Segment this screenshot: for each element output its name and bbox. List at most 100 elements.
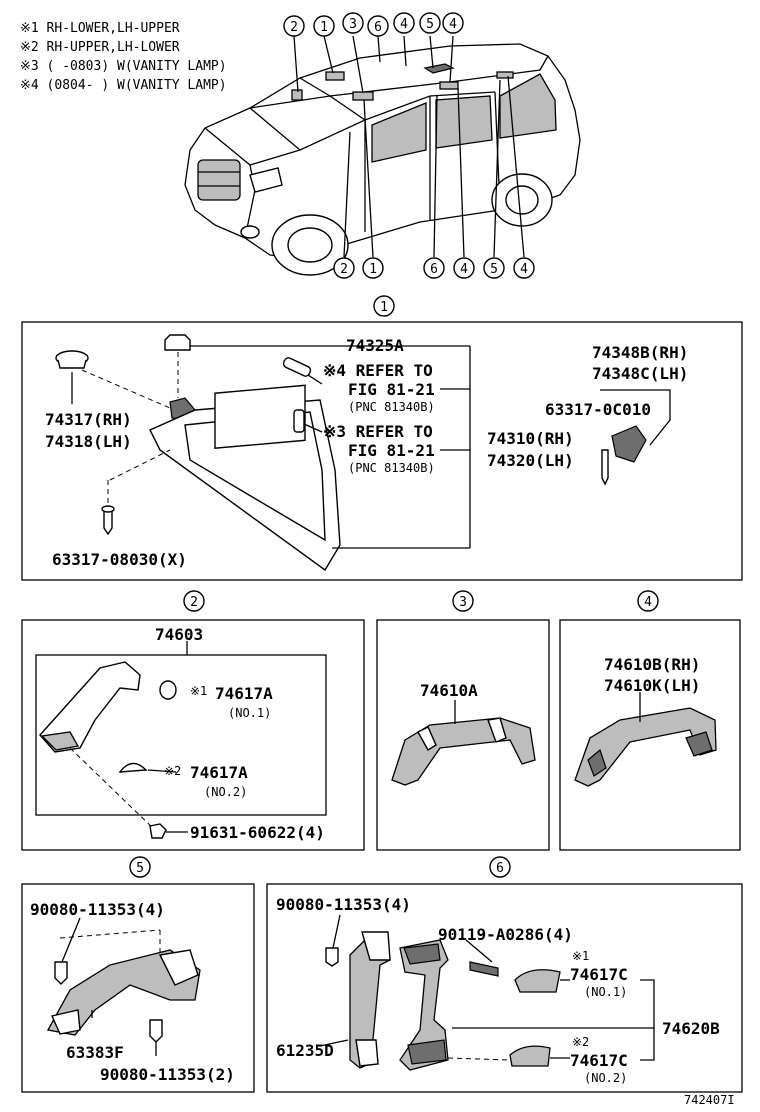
bolt-90080-top [54, 961, 68, 985]
callout-label: 6 [430, 262, 438, 277]
note-1: ※1 RH-LOWER,LH-UPPER [20, 21, 180, 36]
part-74617C-no1: 74617C [570, 965, 628, 984]
car-callouts-top: 2 1 3 6 4 5 4 [283, 12, 464, 37]
section-4-frame [559, 619, 741, 851]
callout-label: 3 [349, 17, 357, 32]
screw-90119 [469, 961, 499, 977]
mark-1-sec6: ※1 [572, 949, 589, 963]
callout-label: 1 [320, 20, 328, 35]
note-4: ※4 (0804- ) W(VANITY LAMP) [20, 78, 227, 93]
part-74603: 74603 [155, 625, 203, 644]
section-2-inner-frame [35, 654, 327, 816]
car-part-sunvisor-hint [325, 71, 345, 81]
no1-label: (NO.1) [228, 706, 271, 720]
part-63383F: 63383F [66, 1043, 124, 1062]
sunvisor-holder-right [611, 425, 647, 463]
screw-63317-08030 [103, 509, 113, 536]
part-74617A-no1: 74617A [215, 684, 273, 703]
callout-label: 4 [460, 262, 468, 277]
part-74620B: 74620B [662, 1019, 720, 1038]
grip-74610A [391, 717, 536, 786]
car-callouts-bottom: 2 1 6 4 5 4 [333, 257, 535, 279]
part-90080-sec6: 90080-11353(4) [276, 895, 411, 914]
section-6-grip-assy: 6 90080-11353(4) 90119-A0286(4) ※1 74617… [266, 856, 743, 1093]
part-74310: 74310(RH) [487, 429, 574, 448]
ref4-line3: (PNC 81340B) [348, 400, 435, 414]
callout-label: 1 [369, 262, 377, 277]
no2-label-sec6: (NO.2) [584, 1071, 627, 1085]
part-74317: 74317(RH) [45, 410, 132, 429]
note-2: ※2 RH-UPPER,LH-LOWER [20, 40, 180, 55]
section-1-sunvisor: 1 74325A [21, 295, 743, 581]
ref3-line3: (PNC 81340B) [348, 461, 435, 475]
ref3-line2: FIG 81-21 [348, 441, 435, 460]
vanity-mirror-cover [214, 384, 306, 449]
assist-grip-74603 [39, 661, 141, 753]
callout-label: 2 [290, 20, 298, 35]
ref3-line1: ※3 REFER TO [323, 422, 433, 441]
car-grille [197, 159, 241, 201]
part-74617C-no2: 74617C [570, 1051, 628, 1070]
vanity-lamp-bulb-3 [293, 409, 305, 433]
ref4-line2: FIG 81-21 [348, 380, 435, 399]
section-1-callout [373, 295, 395, 317]
part-63317-08030: 63317-08030(X) [52, 550, 187, 569]
part-90080-2: 90080-11353(2) [100, 1065, 235, 1084]
part-74348B: 74348B(RH) [592, 343, 688, 362]
part-74320: 74320(LH) [487, 451, 574, 470]
section-2-label: 2 [190, 595, 198, 610]
figure-number: 742407I [684, 1093, 735, 1107]
part-91631: 91631-60622(4) [190, 823, 325, 842]
note-3: ※3 ( -0803) W(VANITY LAMP) [20, 59, 227, 74]
sunvisor-clip [164, 334, 191, 351]
screw-91631 [149, 823, 167, 839]
mark-2-sec6: ※2 [572, 1035, 589, 1049]
section-1-label: 1 [380, 300, 388, 315]
bracket-63383F [46, 949, 201, 1036]
cover-no2-icon [118, 762, 148, 773]
part-74610A: 74610A [420, 681, 478, 700]
callout-label: 4 [449, 17, 457, 32]
no1-label-sec6: (NO.1) [584, 985, 627, 999]
callout-label: 2 [340, 262, 348, 277]
car-front-window [371, 102, 427, 163]
section-2-assist-grip: 2 74603 ※1 74617A (NO.1) ※2 74617A (NO.2… [21, 590, 365, 851]
section-1-frame [21, 321, 743, 581]
part-63317-0C010: 63317-0C010 [545, 400, 651, 419]
section-4-label: 4 [644, 595, 652, 610]
cover-74617C-no2 [509, 1045, 551, 1067]
legend-notes: ※1 RH-LOWER,LH-UPPER ※2 RH-UPPER,LH-LOWE… [20, 21, 227, 93]
callout-label: 4 [400, 17, 408, 32]
part-74617A-no2: 74617A [190, 763, 248, 782]
cover-no1-icon [159, 680, 177, 700]
grip-74620B [399, 939, 449, 1071]
no2-label: (NO.2) [204, 785, 247, 799]
section-3-label: 3 [459, 595, 467, 610]
callout-label: 4 [520, 262, 528, 277]
section-3-frame [376, 619, 550, 851]
section-5-label: 5 [136, 861, 144, 876]
part-74348C: 74348C(LH) [592, 364, 688, 383]
car-body-outline [184, 43, 581, 259]
car-windshield [248, 95, 367, 151]
vehicle-illustration: 2 1 3 6 4 5 4 2 1 6 4 5 4 [184, 12, 581, 279]
cover-74617C-no1 [514, 969, 561, 993]
callout-label: 6 [374, 20, 382, 35]
car-foglamp [240, 225, 260, 239]
part-61235D: 61235D [276, 1041, 334, 1060]
screw-90080-sec6 [325, 947, 339, 967]
part-74318: 74318(LH) [45, 432, 132, 451]
part-90080-4: 90080-11353(4) [30, 900, 165, 919]
section-3-grip: 3 74610A [376, 590, 550, 851]
callout-circle [283, 15, 305, 37]
ref4-line1: ※4 REFER TO [323, 361, 433, 380]
section-6-label: 6 [496, 861, 504, 876]
mark-1: ※1 [190, 684, 207, 698]
mark-2: ※2 [164, 764, 181, 778]
car-quarter-window [499, 73, 557, 139]
section-2-frame [21, 619, 365, 851]
callout-label: 5 [426, 17, 434, 32]
car-headlight [249, 167, 283, 193]
screw-63317-0C010 [601, 449, 609, 486]
part-74325A: 74325A [346, 336, 404, 355]
